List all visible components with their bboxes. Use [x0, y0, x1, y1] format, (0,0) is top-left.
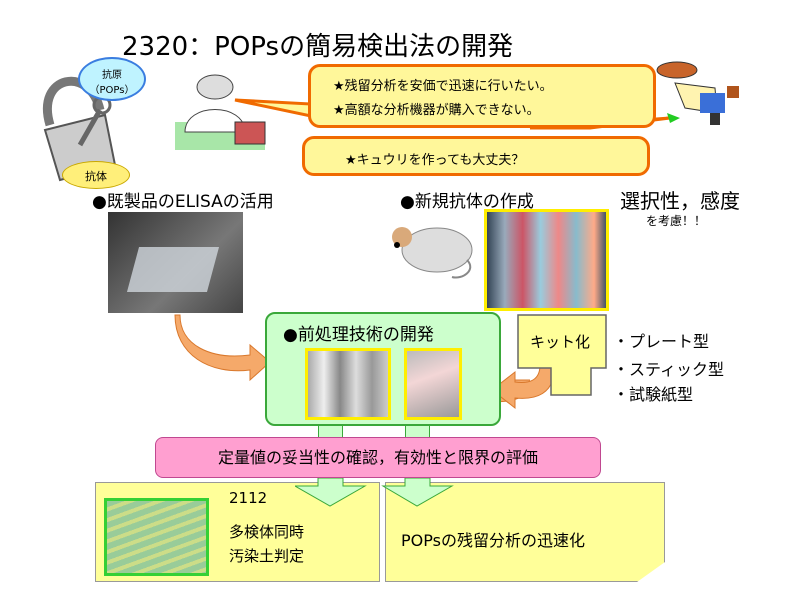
kit-type-paper: ・試験紙型 [613, 385, 694, 404]
outcome-box-right: POPsの残留分析の迅速化 [385, 482, 665, 582]
evaluation-bar: 定量値の妥当性の確認，有効性と限界の評価 [155, 437, 601, 478]
pretreatment-photo-1 [305, 348, 391, 420]
test-tubes-photo [484, 209, 609, 311]
elisa-heading: ●既製品のELISAの活用 [92, 192, 274, 212]
antibody-bubble: 抗体 [62, 161, 130, 189]
speech-bubble-farmer: ★キュウリを作っても大丈夫？ [302, 136, 650, 176]
selectivity-note: 選択性，感度 [620, 189, 740, 213]
down-arrows [295, 478, 454, 507]
scientist-illustration [175, 74, 266, 150]
speech-line-1: ★残留分析を安価で迅速に行いたい。 [333, 79, 553, 94]
outcome-box-left: 2112 多検体同時 汚染土判定 [95, 482, 380, 582]
rice-field-photo [104, 498, 209, 576]
pretreatment-photo-2 [404, 348, 462, 420]
outcome-line-1: 多検体同時 [229, 523, 305, 541]
consider-note: を考慮！！ [646, 214, 707, 228]
elisa-plate-photo [108, 212, 243, 313]
speech-line-2: ★高額な分析機器が購入できない。 [333, 103, 540, 118]
mouse-illustration [392, 227, 473, 279]
outcome-right-text: POPsの残留分析の迅速化 [401, 531, 585, 550]
outcome-line-2: 汚染土判定 [229, 547, 305, 565]
kit-type-plate: ・プレート型 [613, 332, 710, 351]
outcome-number: 2112 [229, 489, 268, 507]
antigen-bubble: 抗原 （POPs） [78, 57, 146, 101]
antigen-label: 抗原 [102, 70, 122, 81]
pretreatment-heading: ●前処理技術の開発 [283, 325, 434, 345]
farmer-illustration [656, 61, 739, 125]
antigen-sub-label: （POPs） [89, 85, 135, 96]
kit-type-stick: ・スティック型 [613, 360, 725, 379]
kit-label: キット化 [530, 333, 591, 351]
speech-bubble-scientist: ★残留分析を安価で迅速に行いたい。 ★高額な分析機器が購入できない。 [308, 64, 656, 128]
antibody-heading: ●新規抗体の作成 [400, 192, 534, 212]
slide-title: 2320：POPsの簡易検出法の開発 [122, 32, 514, 62]
pretreatment-box: ●前処理技術の開発 [265, 312, 501, 426]
kit-callout-shape [517, 314, 607, 396]
